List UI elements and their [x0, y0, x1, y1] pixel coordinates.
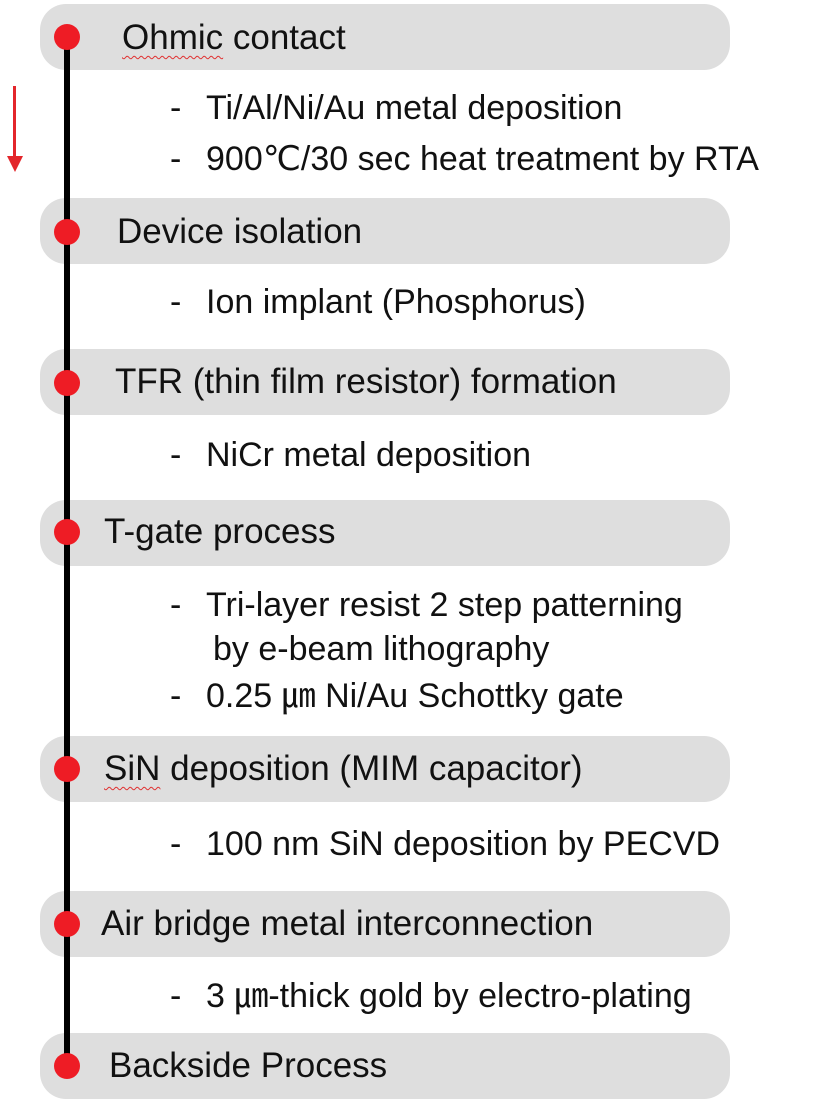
step-detail: -3 ㎛-thick gold by electro-plating — [170, 976, 692, 1016]
step-detail-continuation: by e-beam lithography — [213, 629, 549, 669]
step-dot — [54, 219, 80, 245]
step-box-device-isolation — [40, 198, 730, 264]
step-dot — [54, 24, 80, 50]
step-title-rest: deposition (MIM capacitor) — [160, 749, 583, 788]
detail-text: Tri-layer resist 2 step patterning — [206, 586, 683, 624]
step-box-backside-process — [40, 1033, 730, 1099]
detail-dash: - — [170, 283, 182, 321]
detail-dash: - — [170, 677, 182, 715]
detail-text: 0.25 ㎛ Ni/Au Schottky gate — [206, 677, 624, 715]
step-dot — [54, 1053, 80, 1079]
step-detail: -Ti/Al/Ni/Au metal deposition — [170, 88, 622, 128]
detail-dash: - — [170, 89, 182, 127]
step-box-air-bridge — [40, 891, 730, 957]
step-title-sin-deposition: SiN deposition (MIM capacitor) — [104, 749, 583, 789]
detail-text: Ti/Al/Ni/Au metal deposition — [206, 89, 623, 127]
step-detail: -900℃/30 sec heat treatment by RTA — [170, 139, 759, 179]
arrow-shaft — [13, 86, 16, 158]
detail-text: NiCr metal deposition — [206, 436, 532, 474]
step-box-t-gate-process — [40, 500, 730, 566]
detail-text: 900℃/30 sec heat treatment by RTA — [206, 140, 759, 178]
step-detail: -0.25 ㎛ Ni/Au Schottky gate — [170, 676, 624, 716]
timeline-line — [64, 36, 70, 1066]
detail-text: 3 ㎛-thick gold by electro-plating — [206, 977, 692, 1015]
detail-dash: - — [170, 586, 182, 624]
detail-text: Ion implant (Phosphorus) — [206, 283, 586, 321]
detail-dash: - — [170, 825, 182, 863]
step-detail: -Tri-layer resist 2 step patterning — [170, 585, 683, 625]
step-title-ohmic-contact: Ohmic contact — [122, 18, 346, 58]
step-dot — [54, 911, 80, 937]
step-detail: -NiCr metal deposition — [170, 435, 531, 475]
detail-dash: - — [170, 436, 182, 474]
detail-dash: - — [170, 140, 182, 178]
step-dot — [54, 756, 80, 782]
step-box-sin-deposition — [40, 736, 730, 802]
spellcheck-word: SiN — [104, 749, 161, 788]
step-title-device-isolation: Device isolation — [117, 212, 363, 251]
step-dot — [54, 519, 80, 545]
step-detail: -Ion implant (Phosphorus) — [170, 282, 586, 322]
detail-text: 100 nm SiN deposition by PECVD — [206, 825, 721, 863]
step-title-backside-process: Backside Process — [109, 1046, 388, 1085]
step-dot — [54, 370, 80, 396]
step-title-rest: contact — [223, 18, 346, 57]
spellcheck-word: Ohmic — [122, 18, 224, 57]
detail-dash: - — [170, 977, 182, 1015]
detail-text: by e-beam lithography — [213, 630, 550, 668]
step-box-ohmic-contact — [40, 4, 730, 70]
arrow-head — [7, 156, 23, 172]
step-title-t-gate-process: T-gate process — [104, 512, 336, 551]
step-box-tfr-formation — [40, 349, 730, 415]
step-detail: -100 nm SiN deposition by PECVD — [170, 824, 720, 864]
step-title-tfr-formation: TFR (thin film resistor) formation — [115, 362, 617, 401]
step-title-air-bridge: Air bridge metal interconnection — [101, 904, 594, 943]
